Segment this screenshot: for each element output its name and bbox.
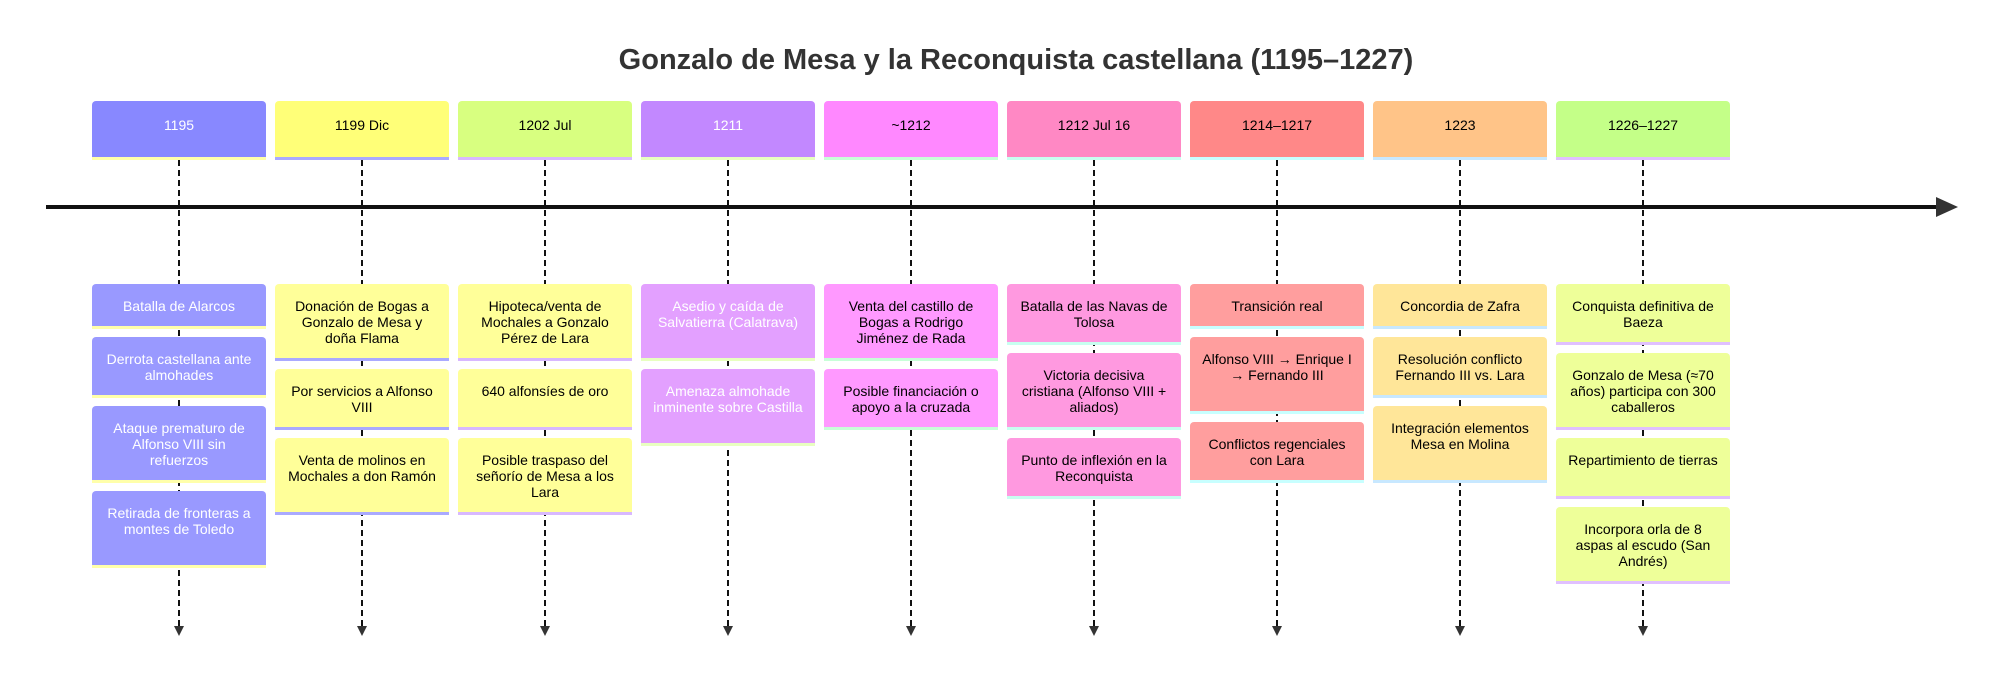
event-card: Gonzalo de Mesa (≈70 años) participa con… <box>1556 353 1730 430</box>
event-card: Repartimiento de tierras <box>1556 438 1730 499</box>
event-card: Venta del castillo de Bogas a Rodrigo Ji… <box>824 284 998 361</box>
event-card: Victoria decisiva cristiana (Alfonso VII… <box>1007 353 1181 430</box>
axis-arrowhead-icon <box>1936 197 1958 217</box>
event-card: Hipoteca/venta de Mochales a Gonzalo Pér… <box>458 284 632 361</box>
period-label: 1202 Jul <box>458 101 632 160</box>
diagram-title: Gonzalo de Mesa y la Reconquista castell… <box>618 44 1414 76</box>
event-card: Resolución conflicto Fernando III vs. La… <box>1373 337 1547 398</box>
event-list: Hipoteca/venta de Mochales a Gonzalo Pér… <box>458 284 632 515</box>
arrow-down-icon <box>906 626 916 636</box>
arrow-down-icon <box>357 626 367 636</box>
event-card: Amenaza almohade inminente sobre Castill… <box>641 369 815 446</box>
event-card: Posible traspaso del señorío de Mesa a l… <box>458 438 632 515</box>
event-card: Por servicios a Alfonso VIII <box>275 369 449 430</box>
arrow-down-icon <box>723 626 733 636</box>
arrow-down-icon <box>1455 626 1465 636</box>
arrow-down-icon <box>1272 626 1282 636</box>
event-card: Batalla de las Navas de Tolosa <box>1007 284 1181 345</box>
event-card: Donación de Bogas a Gonzalo de Mesa y do… <box>275 284 449 361</box>
event-card: Integración elementos Mesa en Molina <box>1373 406 1547 483</box>
event-card: 640 alfonsíes de oro <box>458 369 632 430</box>
event-card: Ataque prematuro de Alfonso VIII sin ref… <box>92 406 266 483</box>
event-list: Venta del castillo de Bogas a Rodrigo Ji… <box>824 284 998 430</box>
event-card: Alfonso VIII → Enrique I → Fernando III <box>1190 337 1364 414</box>
period-label: 1223 <box>1373 101 1547 160</box>
period-label: 1212 Jul 16 <box>1007 101 1181 160</box>
event-card: Incorpora orla de 8 aspas al escudo (San… <box>1556 507 1730 584</box>
event-card: Retirada de fronteras a montes de Toledo <box>92 491 266 568</box>
arrow-down-icon <box>1638 626 1648 636</box>
event-card: Derrota castellana ante almohades <box>92 337 266 398</box>
event-card: Conquista definitiva de Baeza <box>1556 284 1730 345</box>
arrow-down-icon <box>1089 626 1099 636</box>
arrow-down-icon <box>540 626 550 636</box>
event-card: Posible financiación o apoyo a la cruzad… <box>824 369 998 430</box>
period-label: 1214–1217 <box>1190 101 1364 160</box>
arrow-down-icon <box>174 626 184 636</box>
event-card: Transición real <box>1190 284 1364 329</box>
timeline-section: 1212 Jul 16 Batalla de las Navas de Tolos… <box>1007 101 1181 641</box>
period-label: 1199 Dic <box>275 101 449 160</box>
event-list: Donación de Bogas a Gonzalo de Mesa y do… <box>275 284 449 515</box>
event-card: Concordia de Zafra <box>1373 284 1547 329</box>
period-label: 1226–1227 <box>1556 101 1730 160</box>
event-card: Punto de inflexión en la Reconquista <box>1007 438 1181 499</box>
event-card: Conflictos regenciales con Lara <box>1190 422 1364 483</box>
timeline-axis <box>46 205 1938 209</box>
event-card: Asedio y caída de Salvatierra (Calatrava… <box>641 284 815 361</box>
period-label: ~1212 <box>824 101 998 160</box>
event-list: Asedio y caída de Salvatierra (Calatrava… <box>641 284 815 446</box>
event-card: Batalla de Alarcos <box>92 284 266 329</box>
period-label: 1211 <box>641 101 815 160</box>
period-label: 1195 <box>92 101 266 160</box>
event-card: Venta de molinos en Mochales a don Ramón <box>275 438 449 515</box>
